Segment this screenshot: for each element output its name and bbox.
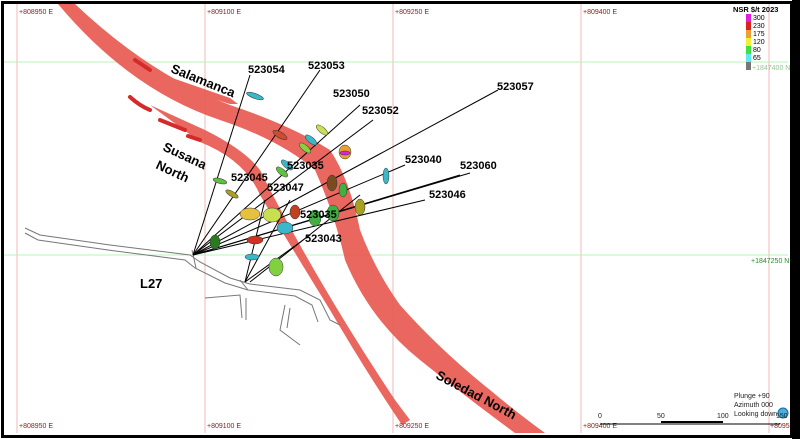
easting-label-bottom: +808950 E xyxy=(19,423,53,430)
drillhole-label: 523043 xyxy=(305,233,342,245)
easting-label-top: +809100 E xyxy=(207,9,241,16)
easting-label-bottom: +809250 E xyxy=(395,423,429,430)
legend-item xyxy=(746,62,778,70)
level-label: L27 xyxy=(140,276,162,291)
legend-swatch xyxy=(746,22,751,30)
frame-edge xyxy=(792,0,800,439)
drillhole-label: 523060 xyxy=(460,160,497,172)
legend-swatch xyxy=(746,30,751,38)
vein-splay xyxy=(378,290,412,336)
easting-label-bottom: +8095 xyxy=(770,423,790,430)
vein-fragment xyxy=(186,134,202,142)
zone-label-soledad-north: Soledad North xyxy=(434,367,520,422)
scale-label: 0 xyxy=(598,413,602,420)
legend-swatch xyxy=(746,38,751,46)
legend-swatch xyxy=(746,62,751,70)
drillhole-label: 523035 xyxy=(287,160,324,172)
scale-label: 50 xyxy=(657,413,665,420)
drillhole-label: 523047 xyxy=(267,182,304,194)
vein-fragment xyxy=(128,95,152,112)
drillhole-label: 523050 xyxy=(333,88,370,100)
drillhole-label: 523045 xyxy=(231,172,268,184)
drillhole-label: 523052 xyxy=(362,105,399,117)
vein-susana-north xyxy=(150,105,410,425)
legend-title: NSR $/t 2023 xyxy=(733,5,779,14)
legend-item: 230 xyxy=(746,22,778,30)
view-orientation: Plunge +90 Azimuth 000 Looking down xyxy=(734,392,777,419)
looking-text: Looking down xyxy=(734,411,778,418)
easting-label-bottom: +809100 E xyxy=(207,423,241,430)
vein-fragment xyxy=(133,58,152,72)
scale-bar xyxy=(600,421,780,425)
azimuth-text: Azimuth 000 xyxy=(734,402,773,409)
vein-salamanca xyxy=(155,72,238,104)
scale-label: 100 xyxy=(717,413,729,420)
legend-label: 65 xyxy=(753,54,761,62)
drillhole-label: 523057 xyxy=(497,81,534,93)
vein-fragment xyxy=(158,118,187,132)
legend-label: 230 xyxy=(753,22,765,30)
vein-soledad-north xyxy=(58,4,545,433)
legend-item: 300 xyxy=(746,14,778,22)
northing-label: +1847400 N xyxy=(752,65,790,72)
easting-label-top: +808950 E xyxy=(19,9,53,16)
easting-label-top: +809400 E xyxy=(583,9,617,16)
legend-label: 175 xyxy=(753,30,765,38)
easting-label-bottom: +809400 E xyxy=(583,423,617,430)
legend-item: 65 xyxy=(746,54,778,62)
scale-label: 150 xyxy=(776,413,788,420)
legend-item: 120 xyxy=(746,38,778,46)
easting-label-top: +809250 E xyxy=(395,9,429,16)
legend-swatch xyxy=(746,46,751,54)
drill-traces xyxy=(192,69,499,283)
legend-swatch xyxy=(746,54,751,62)
underground-workings xyxy=(24,227,341,346)
legend-label: 300 xyxy=(753,14,765,22)
plunge-text: Plunge +90 xyxy=(734,393,770,400)
legend-item: 80 xyxy=(746,46,778,54)
drillhole-label: 523054 xyxy=(248,64,286,76)
drillhole-label: 523035 xyxy=(300,209,337,221)
drillhole-label: 523053 xyxy=(308,60,345,72)
drillhole-label: 523046 xyxy=(429,189,466,201)
legend-label: 80 xyxy=(753,46,761,54)
northing-label: +1847250 N xyxy=(751,258,789,265)
legend-label: 120 xyxy=(753,38,765,46)
legend-item: 175 xyxy=(746,30,778,38)
assay-intercepts xyxy=(209,91,390,277)
view-orientation-sphere-icon xyxy=(777,407,789,419)
drillhole-label: 523040 xyxy=(405,154,442,166)
legend-swatch xyxy=(746,14,751,22)
